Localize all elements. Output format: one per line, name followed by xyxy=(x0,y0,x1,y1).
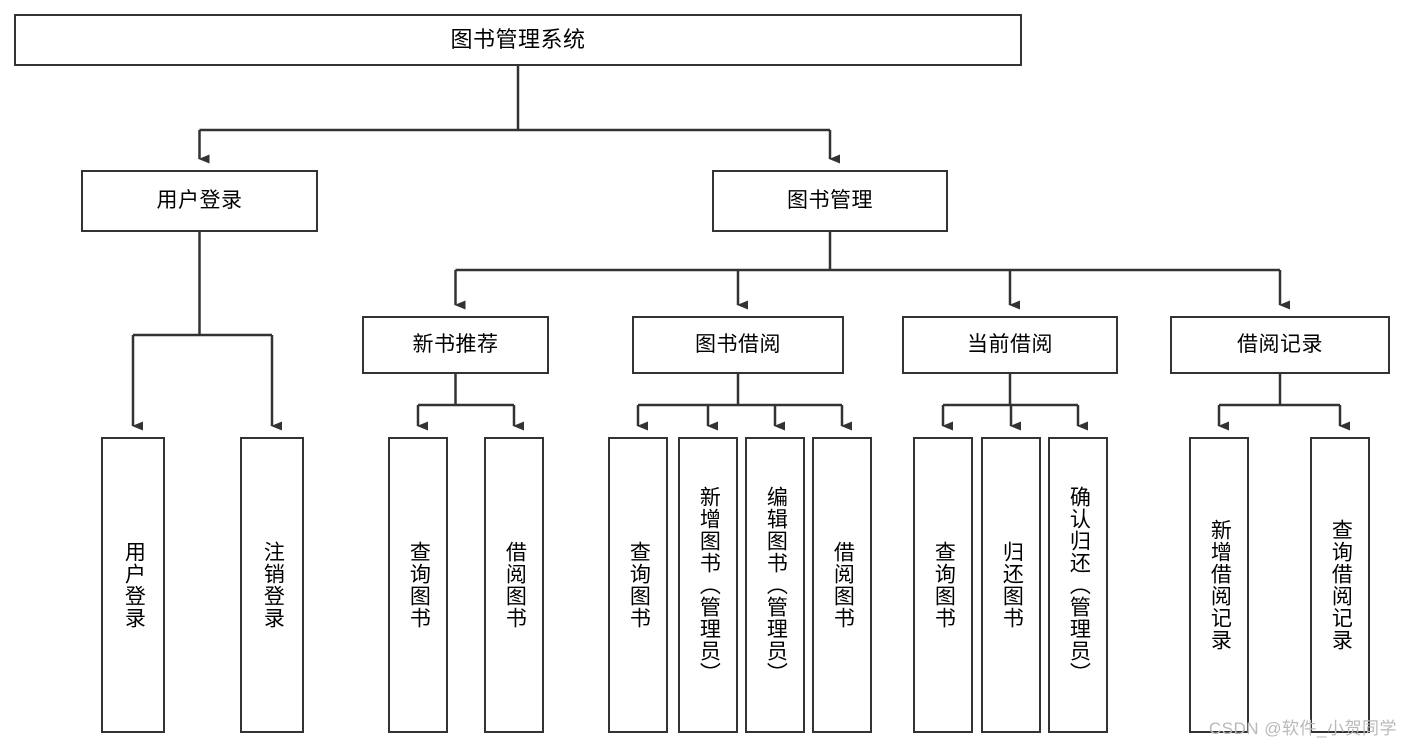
leaf-node[interactable]: 查询借阅记录 xyxy=(1310,437,1370,733)
leaf-node[interactable]: 确认归还（管理员） xyxy=(1048,437,1108,733)
leaf-node[interactable]: 新增图书（管理员） xyxy=(678,437,738,733)
leaf-node-label: 用户登录 xyxy=(122,541,146,629)
level2-node[interactable]: 用户登录 xyxy=(81,170,318,232)
level3-node-label: 图书借阅 xyxy=(695,333,781,357)
root-node[interactable]: 图书管理系统 xyxy=(14,14,1022,66)
leaf-node[interactable]: 查询图书 xyxy=(608,437,668,733)
leaf-node[interactable]: 用户登录 xyxy=(101,437,165,733)
leaf-node[interactable]: 借阅图书 xyxy=(812,437,872,733)
root-node-label: 图书管理系统 xyxy=(450,26,586,52)
leaf-node[interactable]: 查询图书 xyxy=(388,437,448,733)
level3-node[interactable]: 图书借阅 xyxy=(632,316,844,374)
leaf-node[interactable]: 新增借阅记录 xyxy=(1189,437,1249,733)
leaf-node-label: 新增借阅记录 xyxy=(1208,519,1232,651)
leaf-node-label: 编辑图书（管理员） xyxy=(764,486,788,684)
leaf-node[interactable]: 归还图书 xyxy=(981,437,1041,733)
leaf-node-label: 查询图书 xyxy=(627,541,651,629)
level3-node[interactable]: 新书推荐 xyxy=(362,316,549,374)
leaf-node-label: 查询借阅记录 xyxy=(1329,519,1353,651)
leaf-node-label: 确认归还（管理员） xyxy=(1067,486,1091,684)
leaf-node-label: 借阅图书 xyxy=(503,541,527,629)
level3-node[interactable]: 当前借阅 xyxy=(902,316,1118,374)
leaf-node-label: 注销登录 xyxy=(261,541,285,629)
leaf-node-label: 新增图书（管理员） xyxy=(697,486,721,684)
level2-node[interactable]: 图书管理 xyxy=(712,170,948,232)
leaf-node-label: 归还图书 xyxy=(1000,541,1024,629)
level2-node-label: 图书管理 xyxy=(787,189,873,213)
level3-node[interactable]: 借阅记录 xyxy=(1170,316,1390,374)
leaf-node[interactable]: 编辑图书（管理员） xyxy=(745,437,805,733)
level3-node-label: 新书推荐 xyxy=(412,333,499,357)
leaf-node-label: 查询图书 xyxy=(932,541,956,629)
leaf-node-label: 查询图书 xyxy=(407,541,431,629)
level3-node-label: 当前借阅 xyxy=(967,333,1053,357)
leaf-node[interactable]: 查询图书 xyxy=(913,437,973,733)
leaf-node[interactable]: 借阅图书 xyxy=(484,437,544,733)
leaf-node[interactable]: 注销登录 xyxy=(240,437,304,733)
level2-node-label: 用户登录 xyxy=(156,189,243,213)
level3-node-label: 借阅记录 xyxy=(1237,333,1323,357)
leaf-node-label: 借阅图书 xyxy=(831,541,855,629)
